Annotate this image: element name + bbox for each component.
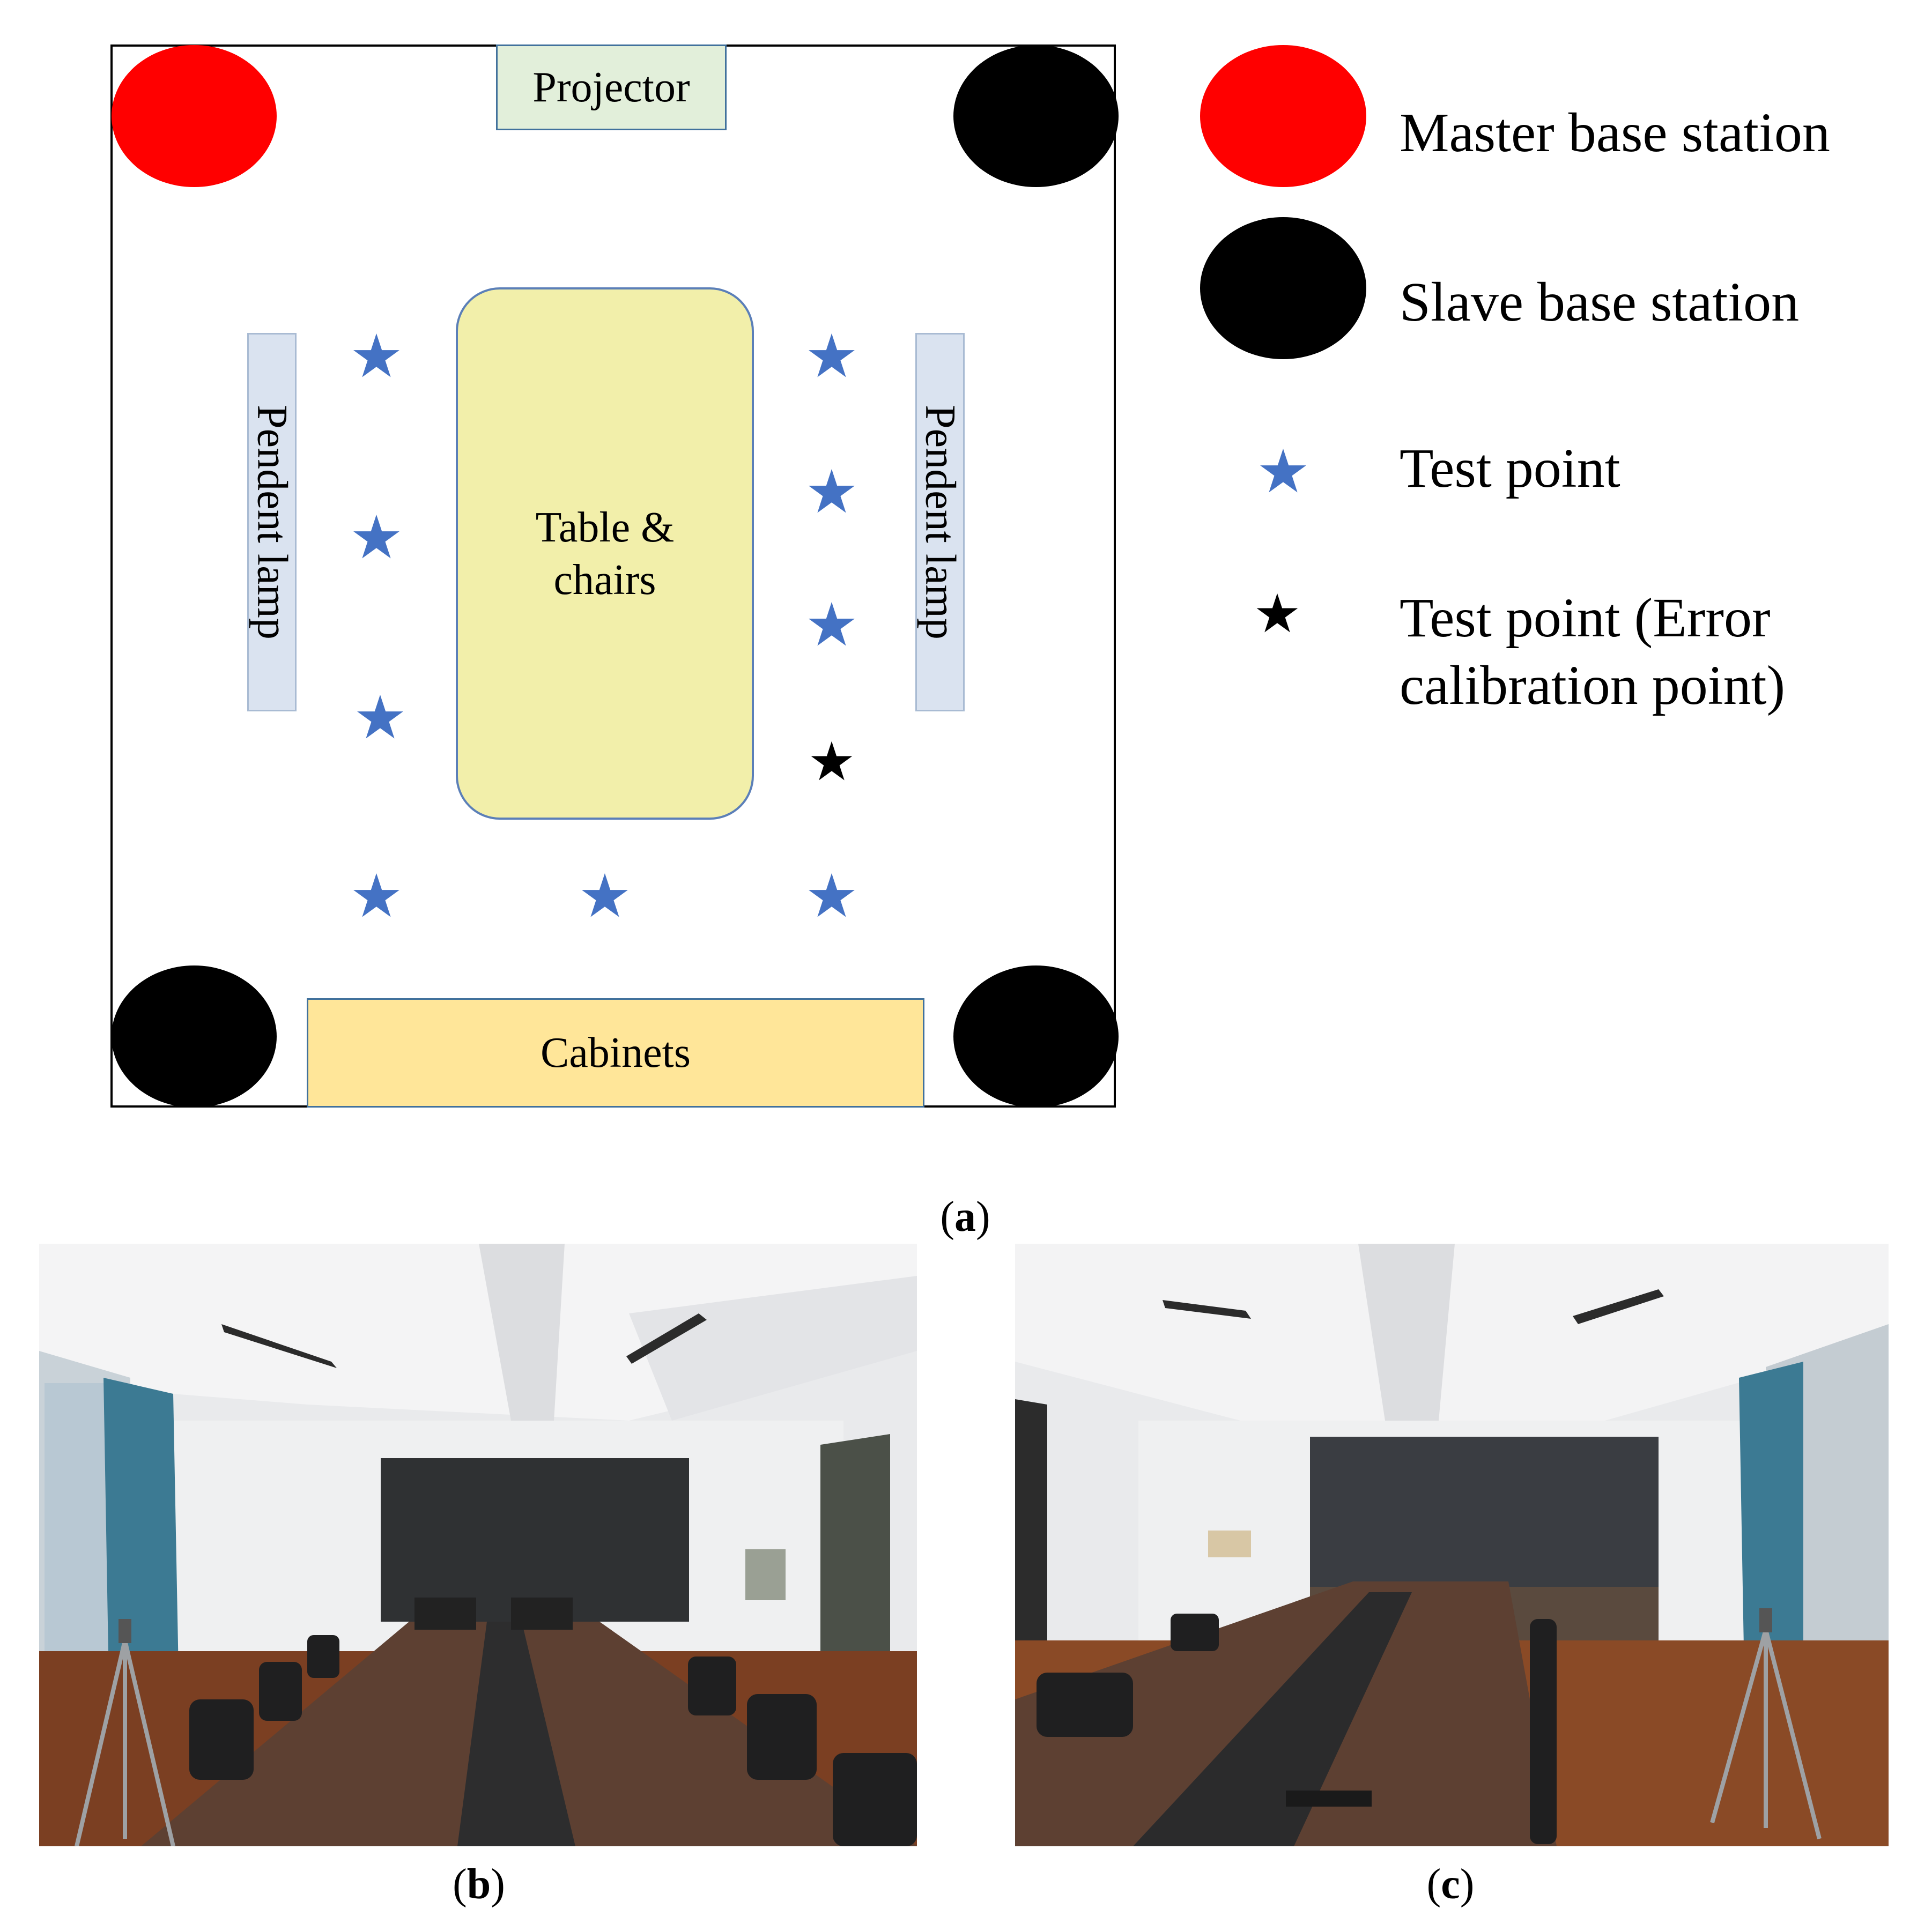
projector-box: Projector bbox=[496, 44, 727, 130]
caption-c: (c) bbox=[1426, 1861, 1475, 1908]
legend-calibration-label-line2: calibration point) bbox=[1400, 655, 1786, 716]
test-point-star-icon: ★ bbox=[578, 861, 632, 931]
photo-c-illustration bbox=[1015, 1244, 1889, 1846]
caption-b: (b) bbox=[453, 1861, 505, 1908]
legend-slave-label: Slave base station bbox=[1400, 271, 1800, 333]
test-point-star-icon: ★ bbox=[349, 322, 404, 391]
photo-b-conference-room-view bbox=[39, 1244, 917, 1846]
pendent-lamp-right-label: Pendent lamp bbox=[916, 405, 964, 640]
projector-label: Projector bbox=[532, 63, 690, 111]
pendent-lamp-left: Pendent lamp bbox=[247, 333, 297, 711]
legend-red-ellipse-icon bbox=[1200, 45, 1366, 187]
test-point-star-icon: ★ bbox=[804, 861, 859, 931]
test-point-star-icon: ★ bbox=[804, 322, 859, 391]
legend-black-star-icon: ★ bbox=[1253, 582, 1301, 645]
legend-master-label: Master base station bbox=[1400, 102, 1830, 164]
table-label-line1: Table & bbox=[535, 503, 675, 551]
master-base-station-top-left bbox=[112, 45, 277, 187]
slave-base-station-bottom-left bbox=[112, 965, 277, 1108]
legend-blue-star-icon: ★ bbox=[1256, 437, 1311, 507]
test-point-star-icon: ★ bbox=[804, 457, 859, 527]
cabinets-label: Cabinets bbox=[541, 1029, 691, 1076]
table-and-chairs-box: Table & chairs bbox=[456, 287, 754, 820]
legend-test-point-label: Test point bbox=[1400, 437, 1620, 499]
legend-black-ellipse-icon bbox=[1200, 217, 1366, 359]
test-point-star-icon: ★ bbox=[349, 503, 404, 573]
photo-b-illustration bbox=[39, 1244, 917, 1846]
cabinets-box: Cabinets bbox=[307, 998, 924, 1108]
test-point-star-icon: ★ bbox=[353, 683, 408, 753]
caption-a: (a) bbox=[940, 1193, 990, 1241]
pendent-lamp-left-label: Pendent lamp bbox=[248, 405, 296, 640]
test-point-star-icon: ★ bbox=[804, 590, 859, 660]
calibration-point-star-icon: ★ bbox=[808, 730, 856, 793]
slave-base-station-top-right bbox=[953, 45, 1119, 187]
legend-calibration-label-line1: Test point (Error bbox=[1400, 587, 1771, 649]
test-point-star-icon: ★ bbox=[349, 861, 404, 931]
photo-c-conference-room-view bbox=[1015, 1244, 1889, 1846]
pendent-lamp-right: Pendent lamp bbox=[915, 333, 965, 711]
slave-base-station-bottom-right bbox=[953, 965, 1119, 1108]
table-label-line2: chairs bbox=[553, 556, 656, 604]
